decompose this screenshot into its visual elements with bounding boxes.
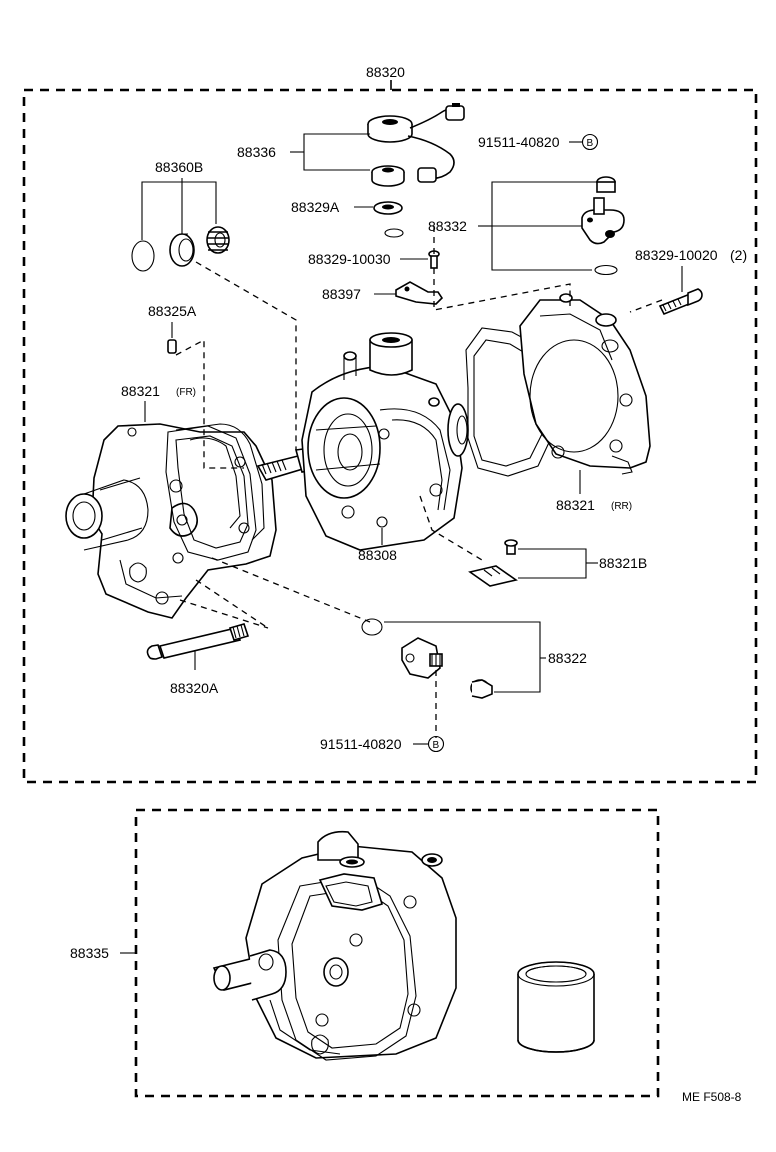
label-front-head: 88321 bbox=[121, 383, 160, 399]
front-head-part bbox=[65, 423, 277, 619]
label-o-ring-a: 88329A bbox=[291, 199, 340, 215]
label-rear-head-tag: (RR) bbox=[611, 501, 632, 512]
leader-valve bbox=[478, 181, 598, 271]
leader-sensor bbox=[290, 133, 370, 171]
plate-kit-part bbox=[468, 539, 518, 587]
through-bolt-part bbox=[146, 623, 250, 660]
front-gasket bbox=[165, 425, 257, 561]
pin-part bbox=[167, 339, 177, 354]
label-shaft-assy: 88308 bbox=[358, 547, 397, 563]
relief-valve-part bbox=[361, 618, 493, 699]
o-ring-88329a bbox=[373, 201, 404, 238]
sensor-part bbox=[367, 103, 465, 187]
label-rear-head: 88321 bbox=[556, 497, 595, 513]
leader-dust-seal bbox=[141, 178, 217, 240]
label-plate-kit: 88321B bbox=[599, 555, 647, 571]
cylinder-block-part bbox=[256, 332, 469, 551]
label-kit: 88335 bbox=[70, 945, 109, 961]
rear-gasket bbox=[465, 327, 553, 477]
dust-seal-parts bbox=[131, 226, 230, 272]
assembly-dashed-lines bbox=[175, 226, 663, 738]
assembly-frame bbox=[22, 80, 758, 784]
label-bolt-rear: 88329-10020 bbox=[635, 247, 718, 263]
label-screw: 88329-10030 bbox=[308, 251, 391, 267]
callout-badge-b-bottom: B bbox=[427, 735, 445, 753]
kit-compressor-part bbox=[212, 830, 457, 1061]
label-bolt-b-top: 91511-40820 bbox=[478, 134, 560, 150]
label-through-bolt: 88320A bbox=[170, 680, 219, 696]
label-bracket: 88397 bbox=[322, 286, 361, 302]
label-valve: 88332 bbox=[428, 218, 467, 234]
rear-head-part bbox=[519, 293, 651, 475]
bracket-part bbox=[395, 281, 444, 305]
leader-plate-kit bbox=[518, 548, 598, 579]
footer-code: ME F508-8 bbox=[682, 1090, 742, 1104]
leader-relief bbox=[384, 621, 546, 693]
label-pin: 88325A bbox=[148, 303, 197, 319]
rear-bolt-part bbox=[658, 288, 703, 316]
callout-badge-b-top: B bbox=[581, 133, 599, 151]
label-front-head-tag: (FR) bbox=[176, 387, 196, 398]
label-dust-seal: 88360B bbox=[155, 159, 203, 175]
label-assembly: 88320 bbox=[366, 64, 405, 80]
svg-text:B: B bbox=[433, 740, 440, 751]
kit-cylinder-part bbox=[517, 961, 595, 1053]
label-bolt-rear-qty: (2) bbox=[730, 247, 747, 263]
label-sensor: 88336 bbox=[237, 144, 276, 160]
label-relief: 88322 bbox=[548, 650, 587, 666]
label-bolt-b-bottom: 91511-40820 bbox=[320, 736, 402, 752]
svg-text:B: B bbox=[587, 138, 594, 149]
valve-part bbox=[581, 176, 625, 276]
